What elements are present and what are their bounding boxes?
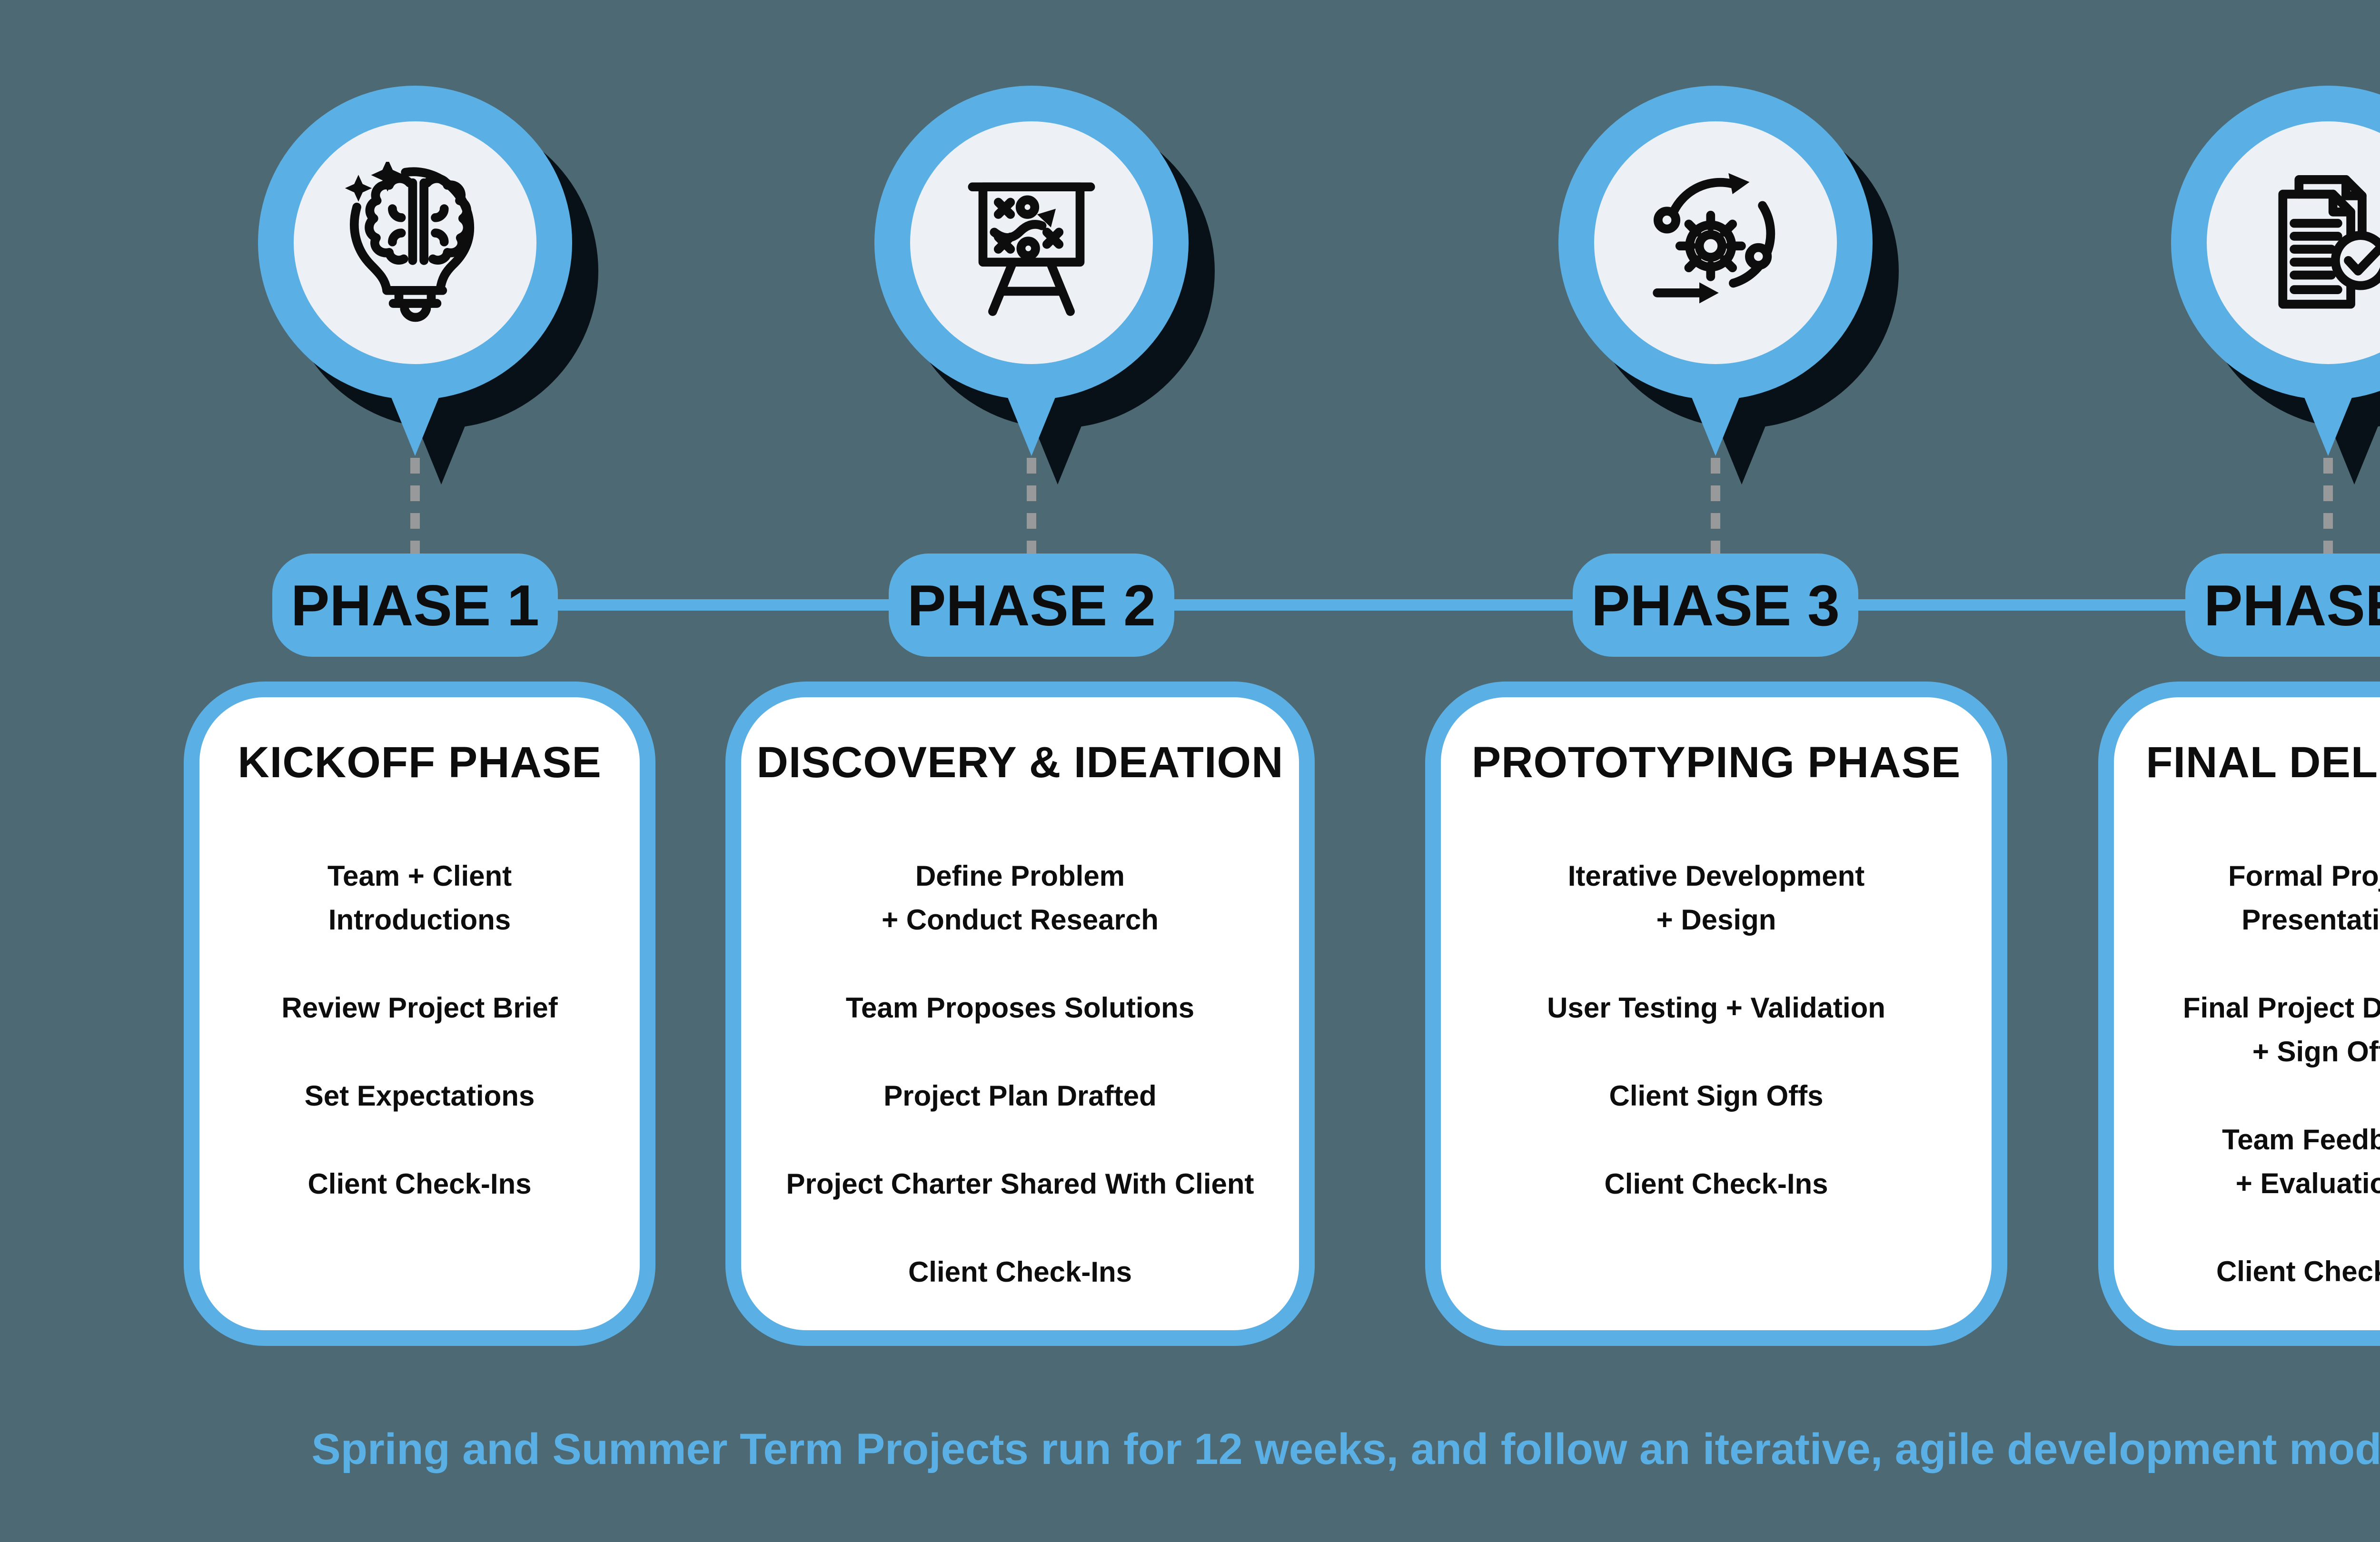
phase-2-badge-label: PHASE 2 <box>907 573 1156 638</box>
phase-2-card: DISCOVERY & IDEATION Define Problem+ Con… <box>725 682 1315 1346</box>
phase-3-marker-pin <box>1558 86 1873 457</box>
phase-4-card: FINAL DELIVERY Formal ProjectPresentatio… <box>2098 682 2380 1346</box>
card-item: Client Check-Ins <box>307 1168 532 1200</box>
phase-3-card: PROTOTYPING PHASE Iterative Development+… <box>1425 682 2007 1346</box>
phase-1-pin-shape <box>258 86 572 457</box>
card-item: Team Feedback+ Evaluations <box>2222 1124 2380 1199</box>
phase-2-dotted-connector <box>1027 458 1036 555</box>
card-item: Project Charter Shared With Client <box>786 1168 1254 1200</box>
card-item: Review Project Brief <box>281 992 558 1024</box>
phase-4-pin-shape <box>2171 86 2380 457</box>
phase-1-dotted-connector <box>410 458 420 555</box>
agile-iteration-gear-icon <box>1635 162 1796 324</box>
phase-2-card-title: DISCOVERY & IDEATION <box>756 738 1284 787</box>
phase-1-card-title: KICKOFF PHASE <box>238 738 602 787</box>
footer-caption: Spring and Summer Term Projects run for … <box>311 1425 2380 1473</box>
card-item: Iterative Development+ Design <box>1567 860 1865 936</box>
card-item: Client Check-Ins <box>1604 1168 1828 1200</box>
phase-4-marker-pin <box>2171 86 2380 457</box>
strategy-whiteboard-icon <box>951 162 1112 324</box>
phase-1-badge: PHASE 1 <box>272 554 558 657</box>
phase-3-badge-label: PHASE 3 <box>1591 573 1840 638</box>
phase-3-card-title: PROTOTYPING PHASE <box>1471 738 1961 787</box>
card-item: User Testing + Validation <box>1547 992 1885 1024</box>
documents-approved-icon <box>2247 162 2380 324</box>
card-item: Client Check-Ins <box>908 1256 1132 1288</box>
card-item: Project Plan Drafted <box>883 1080 1157 1112</box>
phase-4-dotted-connector <box>2323 458 2333 555</box>
idea-lightbulb-brain-icon <box>334 162 496 324</box>
phase-2-badge: PHASE 2 <box>889 554 1174 657</box>
phase-3-badge: PHASE 3 <box>1573 554 1858 657</box>
phase-3-dotted-connector <box>1711 458 1720 555</box>
phase-4-card-items: Formal ProjectPresentationFinal Project … <box>2127 854 2380 1294</box>
card-item: Client Check-Ins <box>2216 1255 2380 1287</box>
phase-3-pin-shape <box>1558 86 1873 457</box>
phase-4-badge: PHASE 4 <box>2185 554 2380 657</box>
phase-1-marker-pin <box>258 86 572 457</box>
phase-1-badge-label: PHASE 1 <box>290 573 540 638</box>
timeline-connector-line <box>415 599 2328 611</box>
phase-2-pin-shape <box>874 86 1189 457</box>
phase-4-card-title: FINAL DELIVERY <box>2146 738 2380 787</box>
phase-2-marker-pin <box>874 86 1189 457</box>
card-item: Team Proposes Solutions <box>845 992 1195 1024</box>
card-item: Set Expectations <box>304 1080 535 1112</box>
card-item: Define Problem+ Conduct Research <box>882 860 1159 936</box>
card-item: Client Sign Offs <box>1609 1080 1824 1112</box>
card-item: Formal ProjectPresentation <box>2228 860 2380 936</box>
phase-4-badge-label: PHASE 4 <box>2203 573 2380 638</box>
card-item: Final Project Delivery+ Sign Offs <box>2182 992 2380 1068</box>
